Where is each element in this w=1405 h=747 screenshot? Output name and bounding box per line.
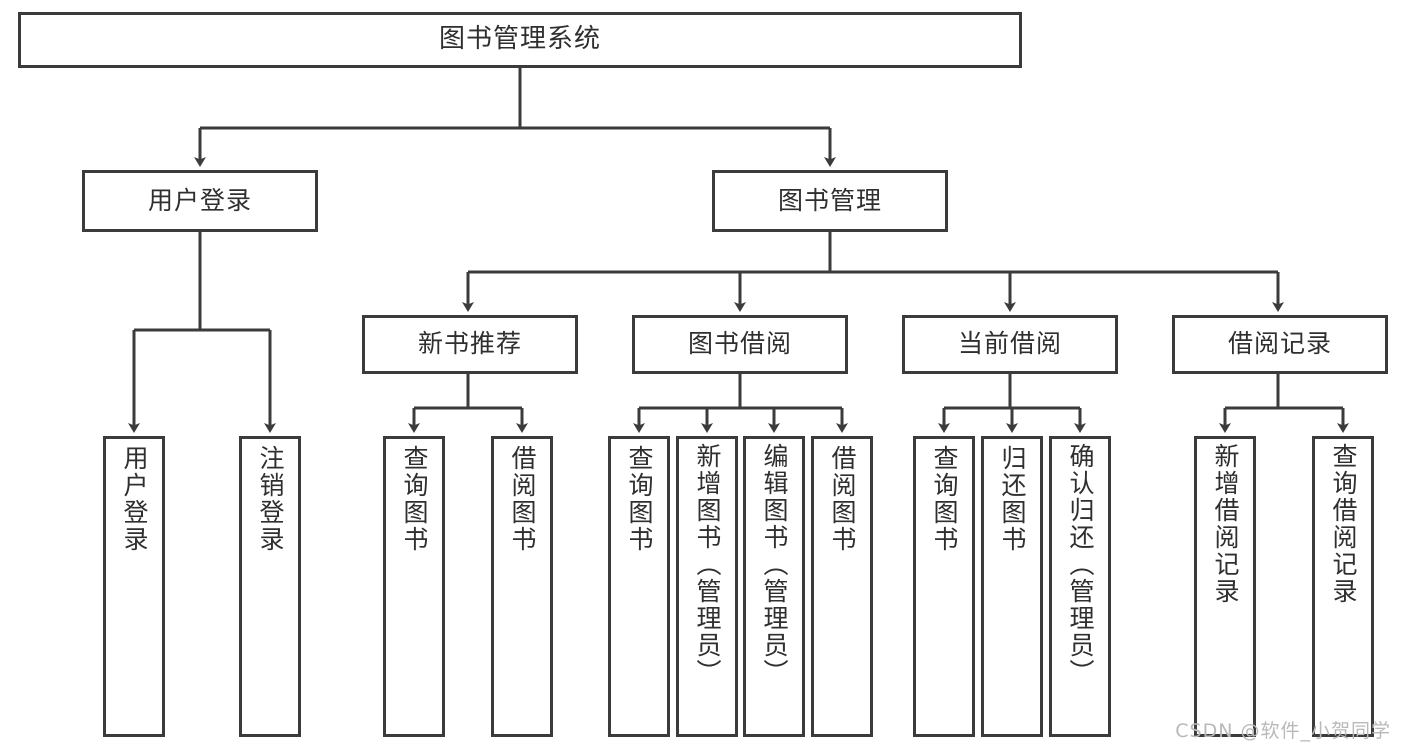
node-book-borrow[interactable]: 图书借阅 <box>632 315 848 374</box>
node-label: 编辑图书（管理员） <box>760 443 789 686</box>
node-book-manage[interactable]: 图书管理 <box>712 170 948 232</box>
node-label: 新书推荐 <box>417 329 522 359</box>
node-label: 归还图书 <box>998 445 1027 553</box>
leaf-user-login[interactable]: 用户登录 <box>103 436 165 737</box>
leaf-query-borrow-record[interactable]: 查询借阅记录 <box>1312 436 1374 737</box>
leaf-user-logout[interactable]: 注销登录 <box>239 436 301 737</box>
node-label: 注销登录 <box>256 445 285 553</box>
node-label: 新增借阅记录 <box>1211 443 1240 605</box>
leaf-add-borrow-record[interactable]: 新增借阅记录 <box>1194 436 1256 737</box>
node-label: 用户登录 <box>147 185 252 215</box>
node-user-login[interactable]: 用户登录 <box>82 170 318 232</box>
leaf-query-book-recommend[interactable]: 查询图书 <box>383 436 445 737</box>
node-label: 确认归还（管理员） <box>1066 443 1095 686</box>
node-label: 借阅记录 <box>1227 329 1332 359</box>
node-root-system[interactable]: 图书管理系统 <box>18 12 1022 68</box>
leaf-query-book-current[interactable]: 查询图书 <box>913 436 975 737</box>
node-borrow-record[interactable]: 借阅记录 <box>1172 315 1388 374</box>
node-label: 图书管理系统 <box>438 24 601 55</box>
leaf-query-book-borrow[interactable]: 查询图书 <box>608 436 670 737</box>
node-label: 借阅图书 <box>508 445 537 553</box>
leaf-confirm-return[interactable]: 确认归还（管理员） <box>1049 436 1111 737</box>
node-label: 查询借阅记录 <box>1329 443 1358 605</box>
leaf-edit-book[interactable]: 编辑图书（管理员） <box>743 436 805 737</box>
node-label: 借阅图书 <box>828 445 857 553</box>
node-new-book-recommend[interactable]: 新书推荐 <box>362 315 578 374</box>
node-label: 图书管理 <box>777 185 882 215</box>
node-label: 图书借阅 <box>687 329 792 359</box>
node-label: 新增图书（管理员） <box>693 443 722 686</box>
leaf-return-book[interactable]: 归还图书 <box>981 436 1043 737</box>
leaf-borrow-book[interactable]: 借阅图书 <box>811 436 873 737</box>
leaf-add-book[interactable]: 新增图书（管理员） <box>676 436 738 737</box>
node-label: 查询图书 <box>625 445 654 553</box>
node-label: 查询图书 <box>400 445 429 553</box>
leaf-borrow-book-recommend[interactable]: 借阅图书 <box>491 436 553 737</box>
csdn-watermark: CSDN @软件_小贺同学 <box>1175 720 1391 742</box>
node-label: 查询图书 <box>930 445 959 553</box>
node-label: 当前借阅 <box>957 329 1062 359</box>
node-label: 用户登录 <box>120 445 149 553</box>
node-current-borrow[interactable]: 当前借阅 <box>902 315 1118 374</box>
